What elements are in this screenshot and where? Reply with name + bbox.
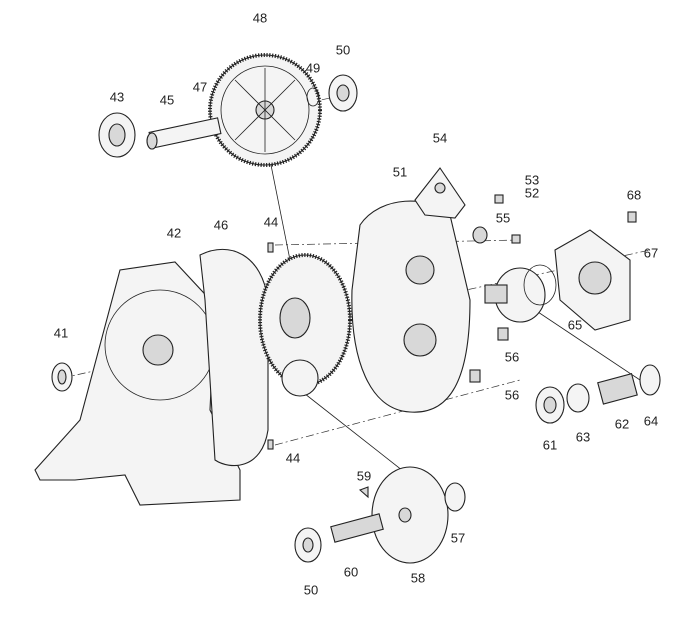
cover-46 (199, 248, 269, 467)
part-label: 48 (252, 10, 268, 26)
part-label: 62 (614, 416, 630, 432)
part-label: 51 (392, 164, 408, 180)
part-label: 53 (524, 172, 540, 188)
part-label: 50 (335, 42, 351, 58)
pins-44 (267, 242, 274, 450)
part-label: 42 (166, 225, 182, 241)
gear-disc-58 (371, 466, 449, 564)
gear-middle (258, 253, 352, 397)
bearing-61 (535, 386, 565, 424)
shaft-assembly-65 (484, 267, 546, 323)
plug-56 (469, 327, 509, 383)
part-label: 60 (343, 564, 359, 580)
part-label: 67 (643, 245, 659, 261)
bearing-50-bottom (294, 527, 322, 563)
seal-64 (639, 364, 661, 396)
part-label: 44 (263, 214, 279, 230)
bearing-57 (444, 482, 466, 512)
part-label: 55 (495, 210, 511, 226)
part-label: 58 (410, 570, 426, 586)
bearing-43 (98, 112, 136, 158)
shaft-62 (597, 373, 638, 405)
part-label: 43 (109, 89, 125, 105)
oring-65 (523, 264, 557, 306)
shaft-45 (146, 117, 222, 150)
part-label: 45 (159, 92, 175, 108)
part-label: 52 (524, 185, 540, 201)
pinion-shaft-60 (330, 513, 384, 543)
part-label: 41 (53, 325, 69, 341)
screws-52-53 (494, 194, 521, 244)
key-59 (358, 486, 369, 499)
part-label: 63 (575, 429, 591, 445)
screw-68 (627, 211, 637, 223)
part-label: 61 (542, 437, 558, 453)
ring-63 (566, 383, 590, 413)
part-label: 65 (567, 317, 583, 333)
part-label: 44 (285, 450, 301, 466)
bearing-50-top (328, 74, 358, 112)
bracket-54 (414, 167, 466, 219)
part-label: 56 (504, 387, 520, 403)
part-label: 47 (192, 79, 208, 95)
ring-49 (306, 87, 320, 107)
part-label: 46 (213, 217, 229, 233)
part-label: 59 (356, 468, 372, 484)
bushing-55 (472, 226, 488, 244)
part-label: 54 (432, 130, 448, 146)
part-label: 64 (643, 413, 659, 429)
flange-67 (554, 229, 631, 331)
part-label: 68 (626, 187, 642, 203)
housing-51 (351, 200, 471, 413)
part-label: 50 (303, 582, 319, 598)
part-label: 56 (504, 349, 520, 365)
seal-41 (51, 362, 73, 392)
part-label: 49 (305, 60, 321, 76)
gear-48 (208, 53, 322, 167)
part-label: 57 (450, 530, 466, 546)
